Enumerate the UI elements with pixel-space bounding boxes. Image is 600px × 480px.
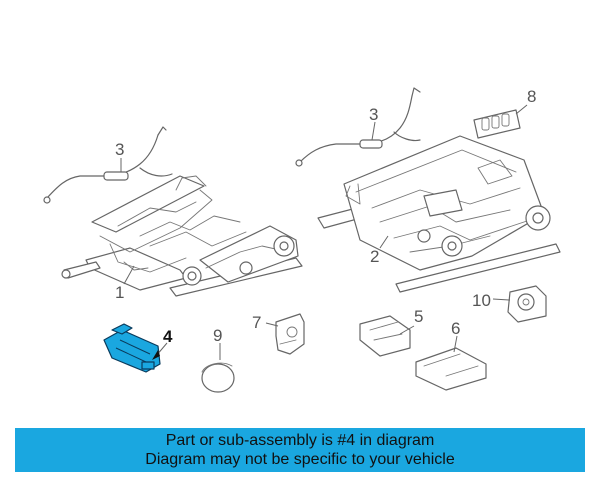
- callout-3-left: 3: [115, 140, 124, 159]
- seat-track-right: [317, 135, 561, 293]
- bracket-7: [275, 313, 305, 355]
- callout-numbers: 1 2 3 3 4 5 6 7 8 9 10: [115, 87, 536, 346]
- switch-trim: [473, 109, 521, 139]
- leader-lines: [120, 104, 528, 360]
- callout-3-right: 3: [369, 105, 378, 124]
- banner-line-2: Diagram may not be specific to your vehi…: [145, 451, 455, 468]
- seat-track-left: [61, 175, 303, 297]
- motor: [507, 285, 547, 323]
- callout-5: 5: [414, 307, 423, 326]
- callout-9: 9: [213, 326, 222, 345]
- parts-diagram: 1 2 3 3 4 5 6 7 8 9 10: [43, 87, 561, 393]
- clip-5: [359, 315, 411, 357]
- cable-right: [295, 87, 421, 167]
- callout-6: 6: [451, 319, 460, 338]
- callout-2: 2: [370, 247, 379, 266]
- callout-7: 7: [252, 313, 261, 332]
- knob-9: [201, 362, 235, 393]
- cable-left: [43, 126, 173, 204]
- banner-line-1: Part or sub-assembly is #4 in diagram: [165, 432, 435, 449]
- module-6: [415, 347, 487, 391]
- callout-10: 10: [472, 291, 491, 310]
- callout-4: 4: [163, 327, 173, 346]
- info-banner: Part or sub-assembly is #4 in diagram Di…: [15, 428, 585, 472]
- callout-8: 8: [527, 87, 536, 106]
- part-4-highlighted: [103, 323, 161, 373]
- callout-1: 1: [115, 283, 124, 302]
